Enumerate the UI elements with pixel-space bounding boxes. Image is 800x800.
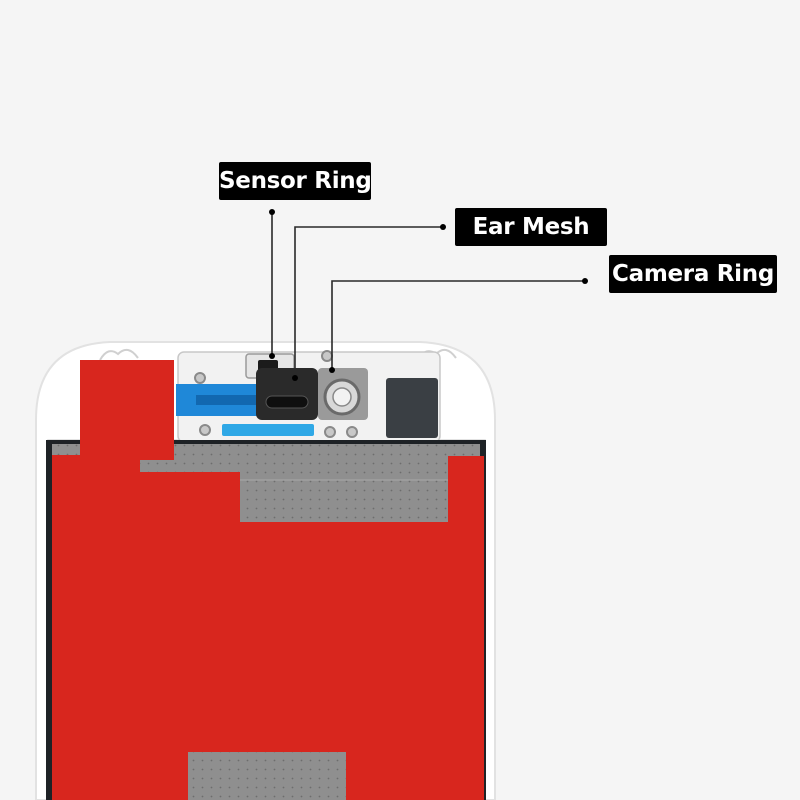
callout-sensor-ring: Sensor Ring [219,162,372,200]
screws [194,350,358,438]
flex-cable-tail [222,424,314,436]
camera-ring-inner [332,387,352,407]
bottom-shield-window [188,752,346,800]
callout-ear-mesh: Ear Mesh [455,208,607,246]
callout-camera-ring: Camera Ring [609,255,777,293]
frame-clip-left [99,348,139,361]
proximity-module [386,378,438,438]
flex-cable-stripe [196,395,266,405]
red-protective-film [52,360,484,800]
ear-mesh [265,395,309,409]
callout-lines [271,212,585,378]
callout-dots [269,209,588,381]
ear-speaker-housing [256,368,318,420]
